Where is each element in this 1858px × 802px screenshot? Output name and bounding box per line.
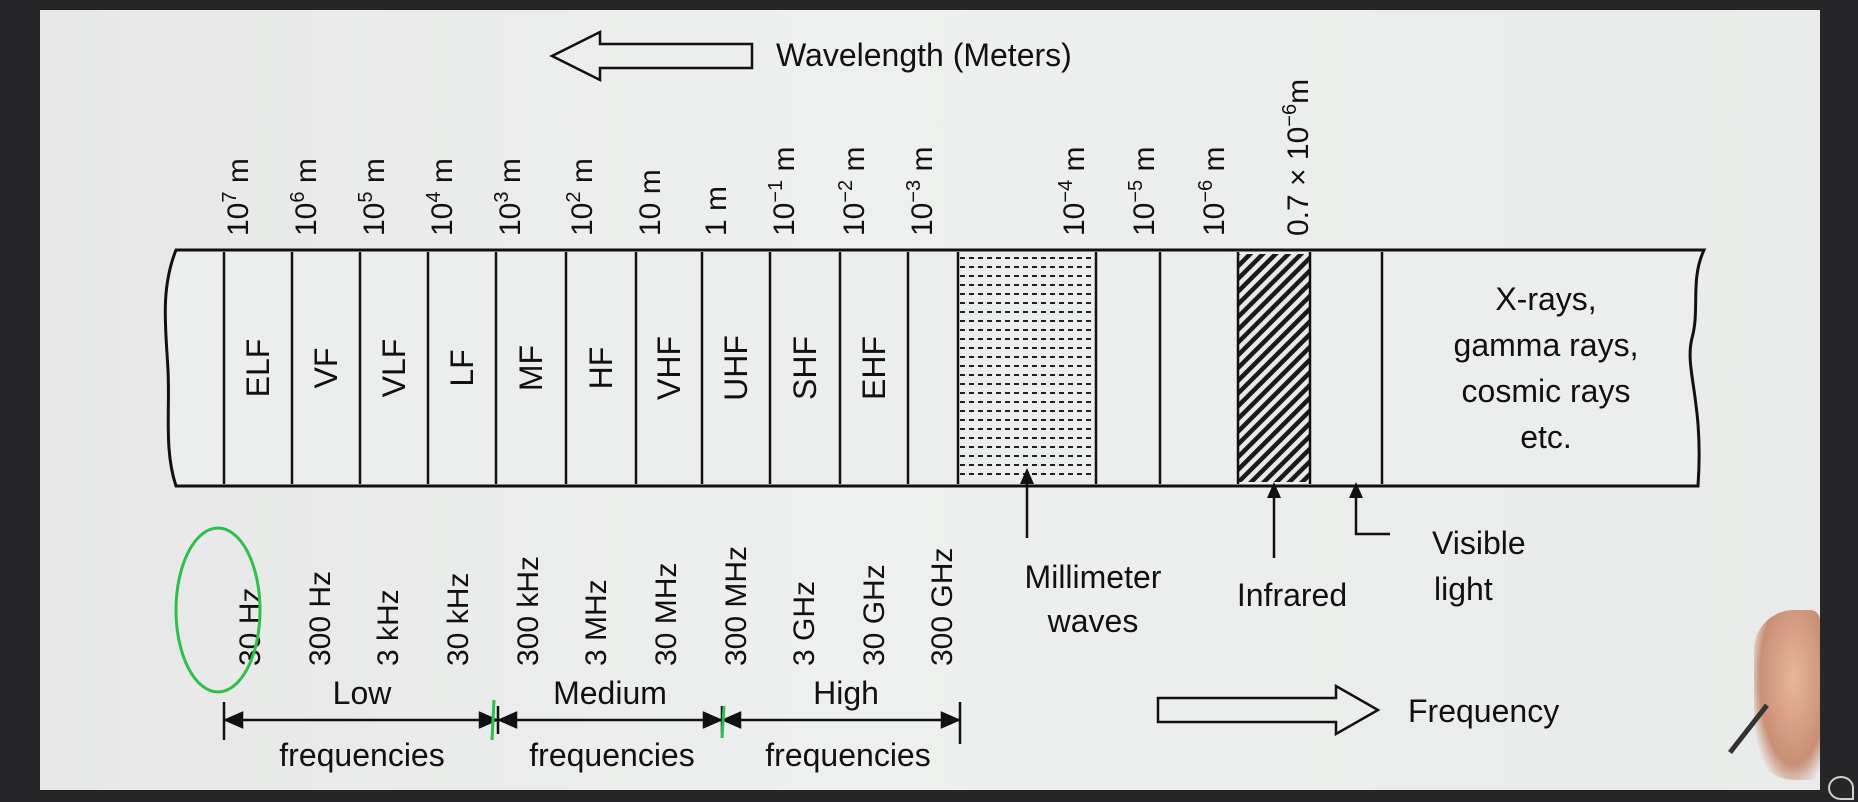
range-green-marks bbox=[490, 699, 726, 741]
visible-label-line-1: Visible bbox=[1432, 525, 1526, 561]
frequency-tick: 300 GHz bbox=[926, 548, 959, 666]
wavelength-tick: 107 m bbox=[219, 158, 255, 236]
frequency-label: Frequency bbox=[1408, 693, 1559, 729]
em-spectrum-diagram: Wavelength (Meters) 107 m 106 m 105 m 104 m… bbox=[163, 29, 1707, 773]
band-labels: ELF VF VLF LF MF HF VHF UHF SHF EHF bbox=[240, 335, 892, 401]
band-label: SHF bbox=[787, 336, 823, 400]
wavelength-tick: 105 m bbox=[355, 158, 391, 236]
frequency-tick: 300 Hz bbox=[304, 571, 337, 666]
band-label: EHF bbox=[856, 336, 892, 400]
wavelength-ticks: 107 m 106 m 105 m 104 m 103 m 102 m 10 m 1 m 10−… bbox=[219, 79, 1315, 236]
frequency-tick: 3 kHz bbox=[372, 589, 405, 666]
band-label: MF bbox=[513, 345, 549, 391]
wavelength-tick: 10−3 m bbox=[903, 146, 939, 236]
visible-label-line-2: light bbox=[1434, 571, 1493, 607]
xray-line-4: etc. bbox=[1520, 419, 1572, 455]
range-high-top: High bbox=[813, 675, 879, 711]
wavelength-tick: 10−1 m bbox=[765, 146, 801, 236]
highlight-circle bbox=[174, 526, 262, 694]
range-low-top: Low bbox=[333, 675, 393, 711]
frequency-tick: 3 MHz bbox=[580, 579, 613, 666]
wavelength-tick: 102 m bbox=[563, 158, 599, 236]
infrared-label: Infrared bbox=[1237, 577, 1347, 613]
infrared-band-fill bbox=[1238, 254, 1310, 482]
visible-pointer bbox=[1349, 482, 1390, 536]
wavelength-tick: 10 m bbox=[634, 169, 667, 236]
wavelength-tick: 0.7 × 10−6m bbox=[1279, 79, 1315, 236]
wavelength-tick: 103 m bbox=[491, 158, 527, 236]
millimeter-label-line-1: Millimeter bbox=[1025, 559, 1162, 595]
band-label: LF bbox=[444, 349, 480, 386]
band-label: VF bbox=[308, 348, 344, 389]
wavelength-tick: 10−2 m bbox=[835, 146, 871, 236]
infrared-pointer bbox=[1267, 482, 1281, 558]
band-label: VHF bbox=[651, 336, 687, 400]
xray-line-1: X-rays, bbox=[1495, 281, 1596, 317]
range-low-bottom: frequencies bbox=[279, 737, 444, 773]
band-label: UHF bbox=[718, 335, 754, 401]
frequency-arrow bbox=[1156, 683, 1381, 737]
frequency-ticks: 30 Hz 300 Hz 3 kHz 30 kHz 300 kHz 3 MHz 30 MHz… bbox=[234, 546, 959, 666]
frequency-tick: 300 MHz bbox=[720, 546, 753, 666]
millimeter-pointer bbox=[1020, 468, 1034, 538]
wavelength-tick: 10−5 m bbox=[1125, 146, 1161, 236]
band-label: HF bbox=[583, 347, 619, 390]
band-label: VLF bbox=[376, 339, 412, 398]
frequency-tick: 30 Hz bbox=[234, 588, 267, 666]
millimeter-band-fill bbox=[958, 254, 1096, 482]
wavelength-tick: 10−6 m bbox=[1195, 146, 1231, 236]
corner-icon bbox=[1828, 776, 1854, 800]
range-medium-top: Medium bbox=[553, 675, 667, 711]
textbook-page: Wavelength (Meters) 107 m 106 m 105 m 104 m… bbox=[40, 10, 1820, 790]
frequency-tick: 300 kHz bbox=[512, 556, 545, 666]
wavelength-tick: 1 m bbox=[700, 186, 733, 236]
spectrum-bar-outline bbox=[163, 248, 1707, 488]
frequency-tick: 30 GHz bbox=[858, 564, 891, 666]
presenter-hand bbox=[1754, 610, 1820, 780]
band-dividers bbox=[222, 252, 1384, 484]
range-medium-bottom: frequencies bbox=[529, 737, 694, 773]
frequency-tick: 30 MHz bbox=[650, 563, 683, 666]
wavelength-tick: 106 m bbox=[287, 158, 323, 236]
wavelength-arrow bbox=[549, 29, 754, 83]
wavelength-label: Wavelength (Meters) bbox=[776, 37, 1072, 73]
range-high-bottom: frequencies bbox=[765, 737, 930, 773]
wavelength-tick: 10−4 m bbox=[1055, 146, 1091, 236]
xray-line-3: cosmic rays bbox=[1462, 373, 1631, 409]
millimeter-label-line-2: waves bbox=[1047, 603, 1139, 639]
wavelength-tick: 104 m bbox=[423, 158, 459, 236]
band-label: ELF bbox=[240, 339, 276, 398]
xray-line-2: gamma rays, bbox=[1454, 327, 1639, 363]
frequency-tick: 30 kHz bbox=[442, 573, 475, 666]
frequency-tick: 3 GHz bbox=[788, 581, 821, 666]
range-lines bbox=[222, 702, 962, 744]
